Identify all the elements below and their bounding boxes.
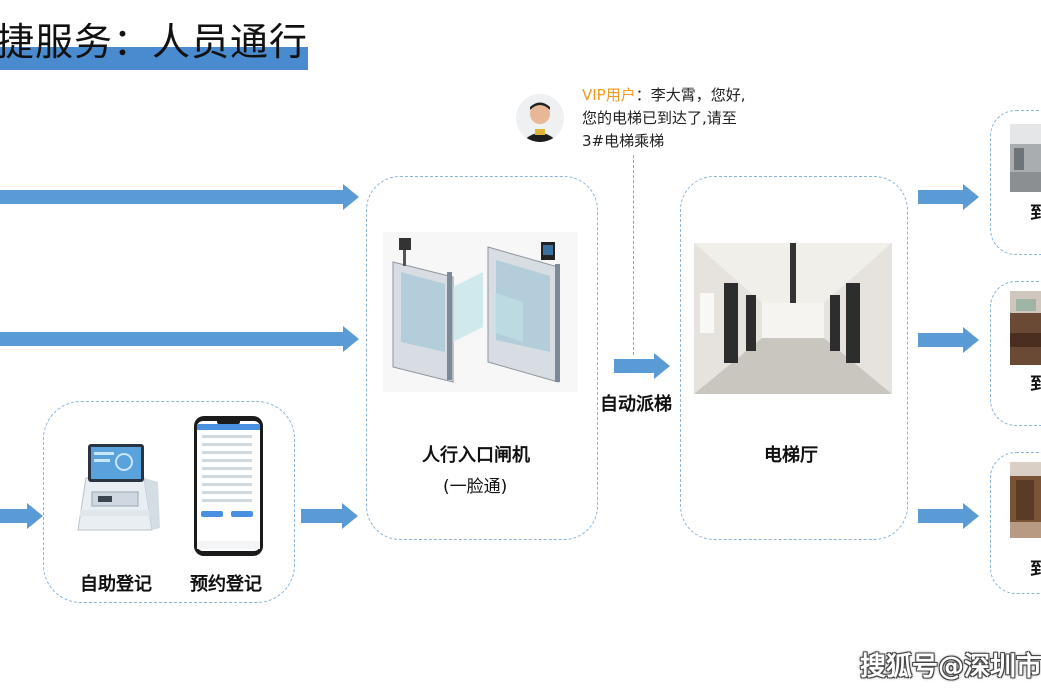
gate-sublabel: (一脸通) [443, 477, 508, 497]
destination-label-1: 到 [1030, 203, 1041, 224]
gate-box [366, 176, 598, 540]
auto-dispatch-label: 自动派梯 [600, 394, 672, 415]
notification-connector-line [633, 155, 634, 355]
registration-box [43, 401, 295, 603]
notification-line2: 您的电梯已到达了,请至 [582, 109, 737, 127]
elevator-hall-label: 电梯厅 [764, 445, 818, 466]
vip-notification-text: VIP用户：李大霄，您好, 您的电梯已到达了,请至 3#电梯乘梯 [582, 84, 746, 153]
destination-box-1 [990, 110, 1041, 255]
source-watermark: 搜狐号@深圳市 [860, 652, 1041, 682]
notification-line3: 3#电梯乘梯 [582, 132, 665, 150]
elevator-hall-box [680, 176, 908, 540]
notification-greeting: ：李大霄，您好, [635, 86, 746, 104]
mobile-reservation-phone-image [194, 416, 263, 556]
self-registration-label: 自助登记 [80, 574, 152, 595]
destination-box-3 [990, 452, 1041, 594]
elevator-hall-image [694, 243, 892, 394]
title-underline [0, 47, 308, 70]
turnstile-gate-image [383, 232, 578, 392]
destination-box-2 [990, 281, 1041, 426]
page-title: 捷服务：人员通行 [0, 20, 309, 64]
vip-label: VIP用户 [582, 86, 636, 104]
destination-label-2: 到 [1030, 374, 1041, 395]
self-service-kiosk-image [77, 444, 160, 531]
reservation-registration-label: 预约登记 [190, 574, 262, 595]
destination-label-3: 到 [1030, 559, 1041, 580]
vip-user-avatar [516, 94, 564, 142]
destination-office-image-1 [1010, 124, 1041, 192]
destination-office-image-3 [1010, 462, 1041, 538]
gate-label: 人行入口闸机 [422, 445, 530, 466]
destination-office-image-2 [1010, 291, 1041, 365]
